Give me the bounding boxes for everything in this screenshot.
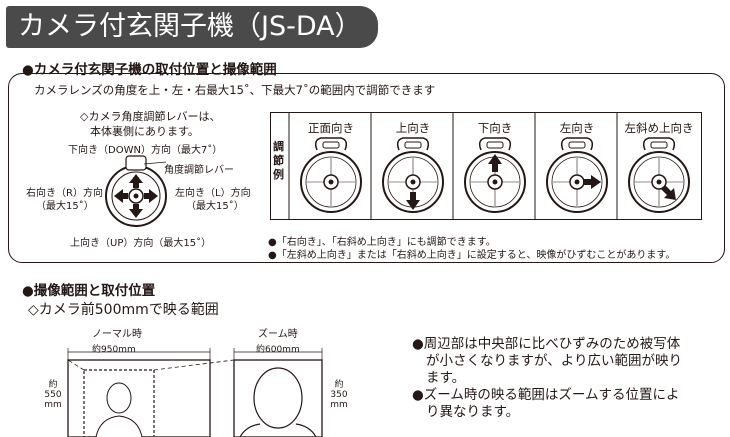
- lever-note-line1: ◇カメラ角度調節レバーは、: [80, 110, 221, 123]
- field-of-view-diagram: [67, 348, 323, 437]
- camera-front-icon: [300, 137, 362, 213]
- normal-mode-label: ノーマル時: [92, 329, 142, 340]
- adjustment-panel: [8, 73, 725, 263]
- section-heading-range: ●撮像範囲と取付位置: [22, 283, 156, 299]
- up-direction-label: 上向き（UP）方向（最大15˚）: [70, 238, 212, 249]
- examples-grid-lines: [288, 112, 618, 220]
- range-note-1-line2: が小さくなりますが、より広い範囲が映り: [426, 353, 682, 369]
- example-label-up: 上向き: [395, 121, 431, 135]
- left-direction-max: （最大15˚）: [186, 201, 244, 212]
- example-label-front: 正面向き: [308, 121, 354, 135]
- range-note-1-line1: ●周辺部は中央部に比べひずみのため被写体: [412, 336, 681, 352]
- examples-header: 調節例: [273, 140, 284, 181]
- range-note-2-line2: り異なります。: [426, 404, 520, 420]
- example-label-left: 左向き: [559, 121, 595, 135]
- section-heading-mounting: ●カメラ付玄関子機の取付位置と撮像範囲: [22, 62, 277, 78]
- camera-back-diagram: [105, 155, 167, 227]
- camera-left-icon: [546, 137, 608, 213]
- normal-height-label: 約 550 mm: [44, 380, 62, 410]
- lever-note-line2: 本体裏側にあります。: [90, 125, 199, 138]
- note-right-adjustments: ●「右向き」、「右斜め上向き」にも調節できます。: [268, 237, 496, 248]
- zoom-height-unit: mm: [330, 400, 348, 410]
- zoom-height-label: 約 350 mm: [330, 380, 348, 410]
- range-note-2-line1: ●ズーム時の映る範囲はズームする位置によ: [412, 387, 680, 403]
- camera-upper-left-icon: [628, 137, 690, 213]
- normal-height-unit: mm: [44, 400, 62, 410]
- normal-height-value: 550: [44, 390, 62, 400]
- zoom-width-label: 約600mm: [256, 345, 300, 355]
- range-subheading: ◇カメラ前500mmで映る範囲: [28, 302, 219, 318]
- normal-width-label: 約950mm: [92, 345, 136, 355]
- zoom-height-value: 350: [330, 390, 348, 400]
- normal-height-prefix: 約: [48, 380, 58, 390]
- range-note-1-line3: ます。: [426, 370, 466, 386]
- down-direction-label: 下向き（DOWN）方向（最大7˚）: [68, 145, 223, 156]
- right-direction-max: （最大15˚）: [36, 201, 94, 212]
- example-cameras: [300, 137, 690, 213]
- right-direction-label: 右向き（R）方向: [26, 188, 103, 199]
- adjustment-intro: カメラレンズの角度を上・左・右最大15˚、下最大7˚の範囲内で調節できます: [34, 83, 436, 97]
- note-distortion: ●「左斜め上向き」または「右斜め上向き」に設定すると、映像がひずむことがあります…: [268, 250, 676, 261]
- adjustment-examples-box: [270, 112, 702, 220]
- page-title: カメラ付玄関子機（JS-DA）: [6, 6, 378, 48]
- camera-down-icon: [464, 137, 526, 213]
- example-label-upper-left: 左斜め上向き: [624, 121, 694, 135]
- zoom-height-prefix: 約: [334, 380, 344, 390]
- left-direction-label: 左向き（L）方向: [175, 188, 251, 199]
- example-label-down: 下向き: [477, 121, 513, 135]
- zoom-mode-label: ズーム時: [258, 329, 298, 340]
- lever-label: 角度調節レバー: [164, 165, 234, 176]
